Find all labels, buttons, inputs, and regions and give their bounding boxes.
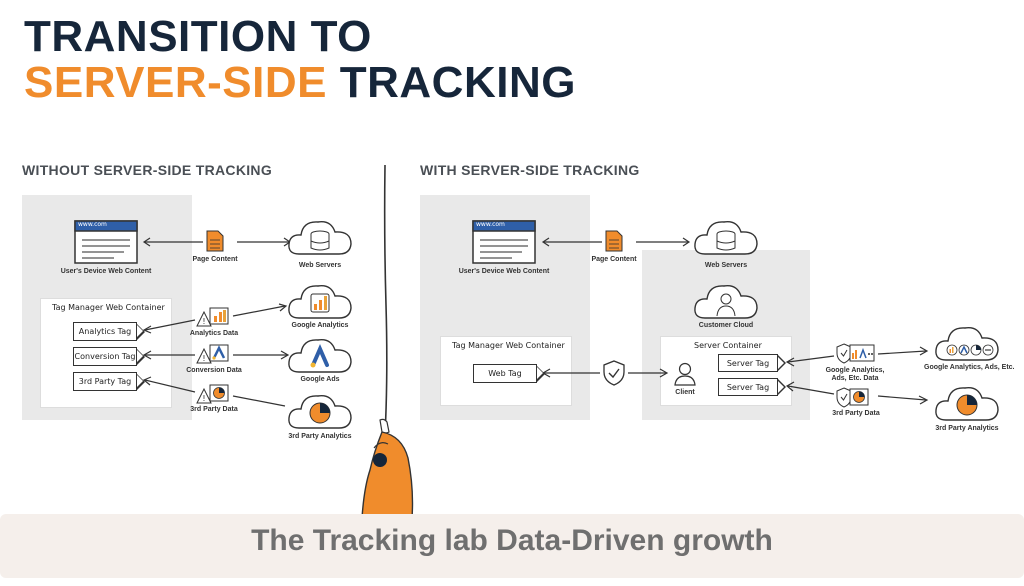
third-party-data-icon: ! <box>196 384 229 404</box>
left-heading: WITHOUT SERVER-SIDE TRACKING <box>22 162 273 178</box>
footer-banner <box>0 514 1024 578</box>
web-servers-label: Web Servers <box>298 262 342 269</box>
shield-icon <box>603 360 625 386</box>
google-analytics-label: Google Analytics <box>291 322 349 329</box>
ga-ads-cloud-icon <box>935 327 999 361</box>
third-party-data-label: 3rd Party Data <box>190 406 238 413</box>
title-highlight: SERVER-SIDE <box>24 58 327 107</box>
client-icon <box>674 362 696 386</box>
browser-label: User's Device Web Content <box>458 268 550 275</box>
web-tag: Web Tag <box>473 364 545 383</box>
google-ads-label: Google Ads <box>300 376 340 383</box>
divider-line <box>383 164 388 436</box>
browser-label: User's Device Web Content <box>60 268 152 275</box>
server-tag: Server Tag <box>718 354 786 372</box>
third-party-data-label: 3rd Party Data <box>832 410 880 417</box>
document-icon <box>206 230 224 252</box>
container-title: Tag Manager Web Container <box>452 341 565 350</box>
third-party-analytics-cloud-icon <box>288 395 352 429</box>
server-tag: Server Tag <box>718 378 786 396</box>
web-servers-cloud-icon <box>288 221 352 255</box>
title-line-1: TRANSITION TO <box>24 12 372 61</box>
analytics-data-label: Analytics Data <box>189 330 239 337</box>
shield-data-icon <box>836 387 869 408</box>
google-ads-cloud-icon <box>288 339 352 373</box>
arrow-connector <box>541 368 669 378</box>
web-servers-label: Web Servers <box>704 262 748 269</box>
conversion-data-label: Conversion Data <box>186 367 242 374</box>
browser-url: www.com <box>78 221 107 228</box>
analytics-data-icon: ! <box>196 307 229 327</box>
arrow-connector <box>541 237 691 247</box>
customer-cloud-label: Customer Cloud <box>698 322 754 329</box>
svg-text:!: ! <box>202 394 205 403</box>
shield-data-icon <box>836 343 875 364</box>
web-servers-cloud-icon <box>694 221 758 255</box>
ga-ads-cloud-label: Google Analytics, Ads, Etc. <box>924 364 1015 371</box>
conversion-tag: Conversion Tag <box>73 347 145 366</box>
client-label: Client <box>675 389 695 396</box>
analytics-tag: Analytics Tag <box>73 322 145 341</box>
browser-icon <box>74 220 138 264</box>
svg-text:!: ! <box>202 354 205 363</box>
arrow-connector <box>142 237 292 247</box>
person-illustration <box>361 418 414 519</box>
footer-text: The Tracking lab Data-Driven growth <box>251 524 773 557</box>
ga-ads-data-label: Google Analytics, Ads, Etc. Data <box>825 367 885 382</box>
title-suffix: TRACKING <box>339 58 576 107</box>
conversion-data-icon: ! <box>196 344 229 364</box>
arrow-connector <box>142 303 290 407</box>
third-party-analytics-label: 3rd Party Analytics <box>935 425 999 432</box>
third-party-analytics-cloud-icon <box>935 387 999 421</box>
title-line-2: SERVER-SIDE TRACKING <box>24 60 576 106</box>
server-container-title: Server Container <box>694 341 762 350</box>
browser-icon <box>472 220 536 264</box>
svg-text:!: ! <box>202 317 205 326</box>
page-content-label: Page Content <box>591 256 637 263</box>
container-title: Tag Manager Web Container <box>52 303 165 312</box>
arrow-connector <box>785 346 929 405</box>
third-party-analytics-label: 3rd Party Analytics <box>288 433 352 440</box>
document-icon <box>605 230 623 252</box>
third-party-tag: 3rd Party Tag <box>73 372 145 391</box>
google-analytics-cloud-icon <box>288 285 352 319</box>
right-heading: WITH SERVER-SIDE TRACKING <box>420 162 640 178</box>
customer-cloud-icon <box>694 285 758 319</box>
browser-url: www.com <box>476 221 505 228</box>
page-content-label: Page Content <box>192 256 238 263</box>
